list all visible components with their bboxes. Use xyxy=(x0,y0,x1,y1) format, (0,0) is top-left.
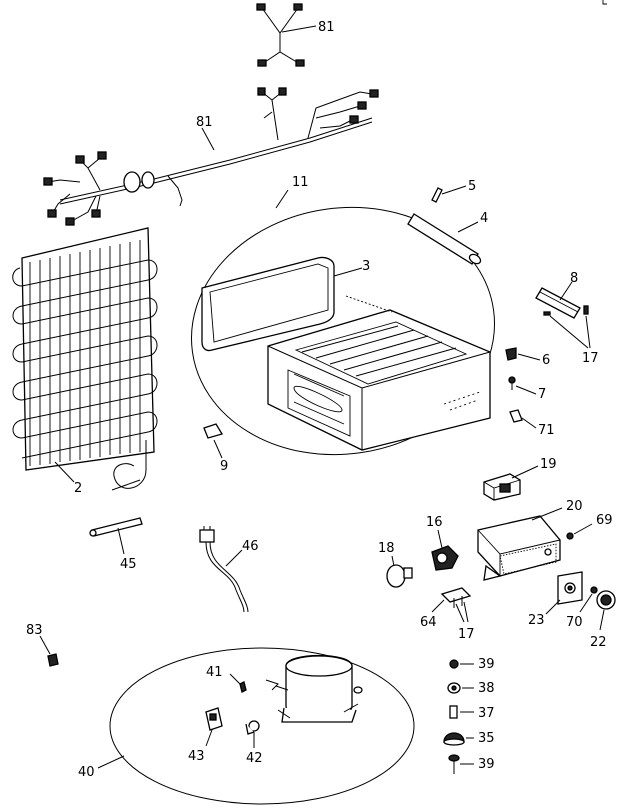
part-83-plug xyxy=(39,635,59,667)
label-46: 46 xyxy=(242,539,259,554)
label-43: 43 xyxy=(188,749,205,764)
label-9: 9 xyxy=(220,459,228,474)
label-11: 11 xyxy=(292,175,309,190)
part-7-screw xyxy=(508,376,537,395)
part-46-cord xyxy=(199,526,249,613)
label-3: 3 xyxy=(362,259,370,274)
part-11-evaporator-assembly xyxy=(191,189,495,456)
part-64-bracket xyxy=(431,587,472,623)
part-38-nut xyxy=(447,682,474,694)
label-45: 45 xyxy=(120,557,137,572)
label-7: 7 xyxy=(538,387,546,402)
label-37: 37 xyxy=(478,706,495,721)
label-16: 16 xyxy=(426,515,443,530)
label-5: 5 xyxy=(468,179,476,194)
label-64: 64 xyxy=(420,615,437,630)
label-23: 23 xyxy=(528,613,545,628)
label-38: 38 xyxy=(478,681,495,696)
label-35: 35 xyxy=(478,731,495,746)
part-18-bulb xyxy=(386,555,413,588)
part-42-overload xyxy=(245,720,260,748)
part-69-screw xyxy=(566,523,593,540)
part-71-block xyxy=(509,409,537,429)
part-22-knob xyxy=(596,590,616,631)
label-8: 8 xyxy=(570,271,578,286)
part-81-harness-top xyxy=(256,3,317,67)
part-23-plate xyxy=(545,571,583,615)
part-9-grommet xyxy=(203,423,223,459)
part-20-control-box xyxy=(477,507,563,581)
label-69: 69 xyxy=(596,513,613,528)
label-81-top: 81 xyxy=(318,20,335,35)
part-37-sleeve xyxy=(449,705,474,719)
label-4: 4 xyxy=(480,211,488,226)
label-40: 40 xyxy=(78,765,95,780)
compressor xyxy=(265,654,363,723)
part-39-top-washer xyxy=(449,659,474,669)
label-83: 83 xyxy=(26,623,43,638)
part-45-tube xyxy=(89,517,143,555)
label-17-bottom: 17 xyxy=(458,627,475,642)
label-41: 41 xyxy=(206,665,223,680)
label-39-bottom: 39 xyxy=(478,757,495,772)
part-41-screw xyxy=(229,673,247,693)
part-2-condenser-coil xyxy=(12,227,158,491)
label-81-main: 81 xyxy=(196,115,213,130)
part-8-bracket xyxy=(535,281,591,349)
part-35-grommet xyxy=(443,732,474,746)
part-19-relay xyxy=(483,465,539,501)
label-42: 42 xyxy=(246,751,263,766)
part-40-compressor-assembly xyxy=(97,647,415,805)
part-16-lamp-socket xyxy=(431,529,459,571)
corner-mark xyxy=(602,0,607,5)
label-22: 22 xyxy=(590,635,607,650)
label-19: 19 xyxy=(540,457,557,472)
part-6-cap xyxy=(505,347,541,361)
label-70: 70 xyxy=(566,615,583,630)
part-81-main-harness xyxy=(43,87,379,226)
label-17-top: 17 xyxy=(582,351,599,366)
label-39-top: 39 xyxy=(478,657,495,672)
part-39-bottom-bolt xyxy=(448,754,474,774)
part-4-tube xyxy=(407,213,482,265)
label-20: 20 xyxy=(566,499,583,514)
label-18: 18 xyxy=(378,541,395,556)
part-70-screw xyxy=(579,586,598,613)
evaporator-box xyxy=(267,295,491,451)
part-3-drip-tray xyxy=(201,256,363,352)
label-71: 71 xyxy=(538,423,555,438)
label-6: 6 xyxy=(542,353,550,368)
label-2: 2 xyxy=(74,481,82,496)
part-5-clip xyxy=(431,185,467,203)
part-43-relay xyxy=(205,707,223,747)
